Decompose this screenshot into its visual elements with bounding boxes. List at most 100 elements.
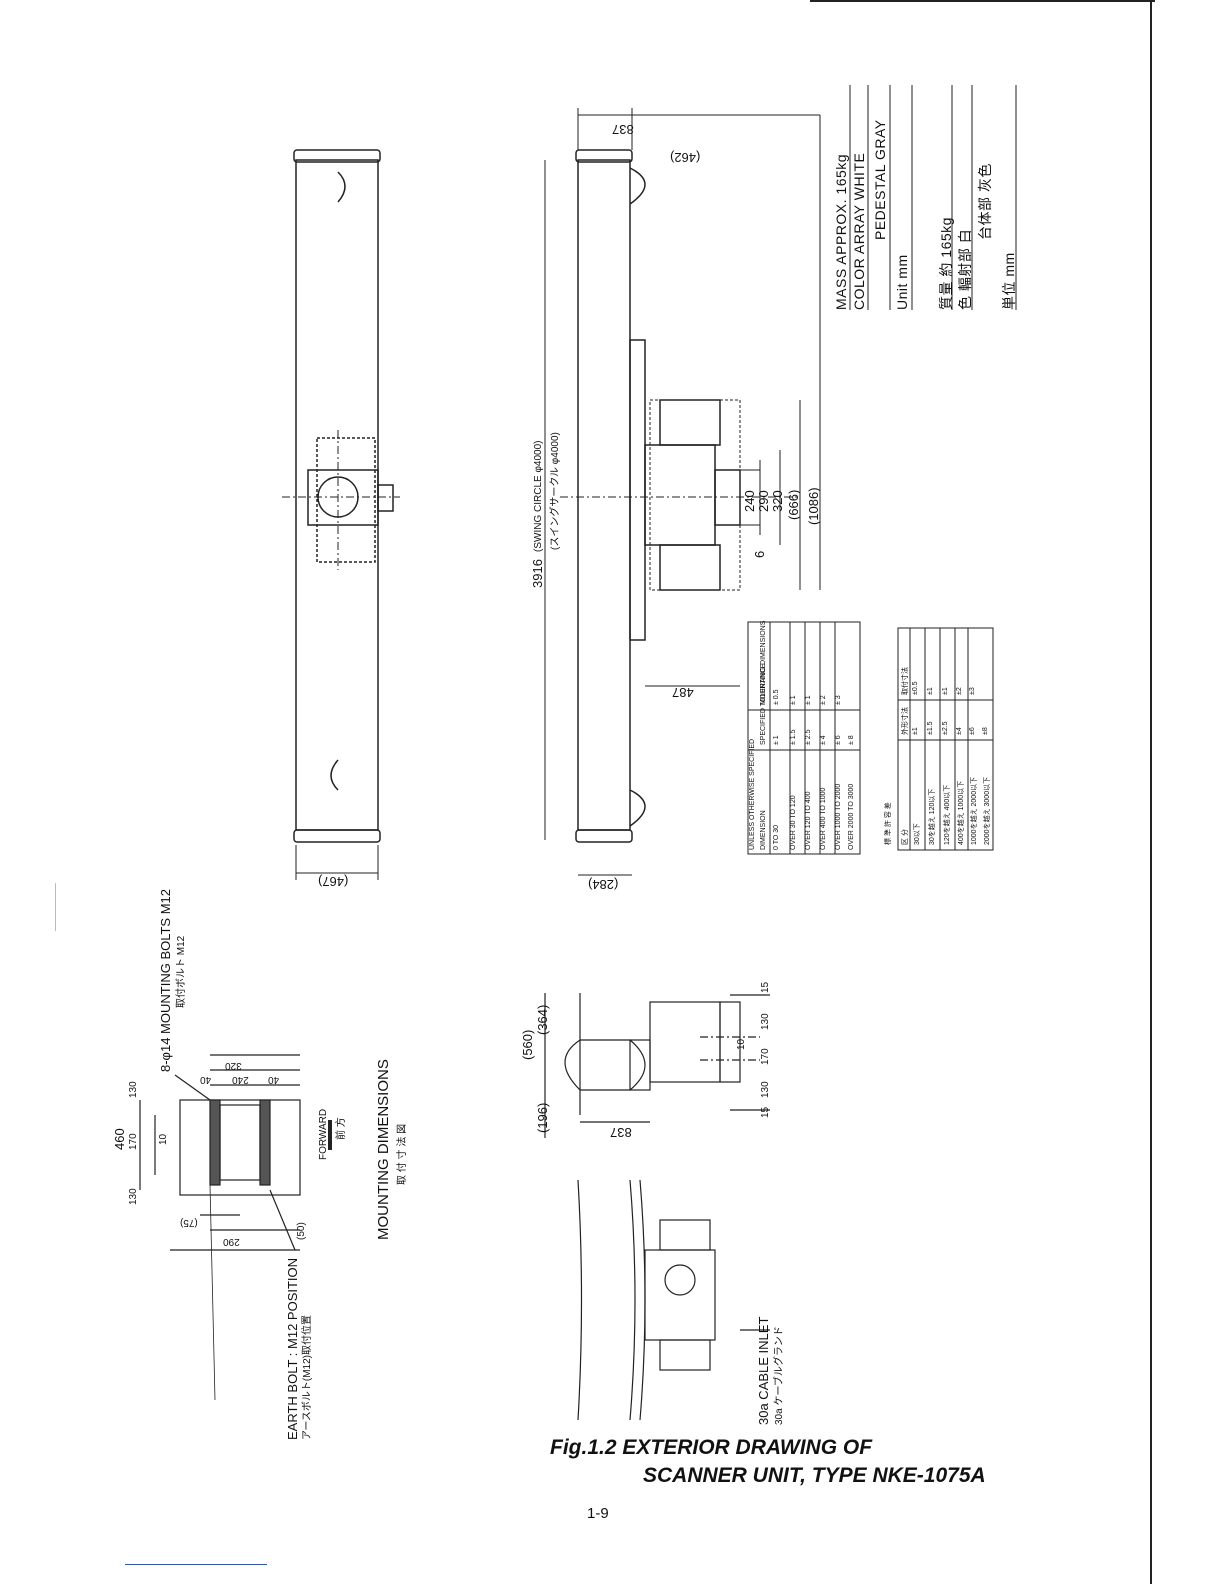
- spec-underlines: [849, 85, 1017, 310]
- side-view-length-dim: 3916: [530, 559, 545, 588]
- mounting-10-dim: 10: [158, 1133, 169, 1145]
- bottom-detail-view: [577, 1179, 770, 1421]
- tol-en-row-1-mount: ± 0.5: [773, 689, 780, 705]
- side-view-1086-dim: (1086): [806, 487, 821, 525]
- mounting-75-dim: (75): [180, 1217, 198, 1228]
- page-right-border: [1150, 0, 1152, 1584]
- tol-jp-row-6-range: 2000を越え 3000以下: [984, 776, 991, 845]
- tol-en-row-4-range: OVER 400 TO 1000: [820, 787, 827, 850]
- page-top-border: [810, 0, 1155, 2]
- tol-jp-row-3-tol: ±2.5: [942, 721, 949, 735]
- side-view-284-dim: (284): [588, 877, 619, 892]
- tol-jp-row-2-tol: ±1.5: [927, 721, 934, 735]
- tol-en-row-5-range: OVER 1000 TO 2000: [835, 783, 842, 850]
- tol-en-row-2-mount: ± 1: [790, 695, 797, 705]
- mounting-dimensions-title: MOUNTING DIMENSIONS: [375, 1059, 392, 1240]
- mounting-40b-dim: 40: [268, 1074, 280, 1085]
- spec-jp-unit: 単位 mm: [1001, 252, 1017, 310]
- tol-jp-title: 標 準 許 容 差: [885, 802, 892, 845]
- tol-jp-row-2-range: 30を越え 120以下: [929, 788, 936, 845]
- spec-mass: MASS APPROX. 165kg: [833, 153, 849, 310]
- spec-color-pedestal: PEDESTAL GRAY: [872, 119, 888, 240]
- tol-en-row-5-tol: ± 6: [835, 735, 842, 745]
- tol-en-row-6-range: OVER 2000 TO 3000: [848, 783, 855, 850]
- tol-en-row-3-mount: ± 1: [805, 695, 812, 705]
- figure-caption-line1: Fig.1.2 EXTERIOR DRAWING OF: [550, 1436, 873, 1459]
- tol-en-row-2-tol: ± 1.5: [790, 729, 797, 745]
- front-view-130a-dim: 130: [760, 1013, 771, 1030]
- mounting-40a-dim: 40: [200, 1074, 212, 1085]
- top-view-width-dim: (467): [318, 874, 349, 889]
- side-view-837-dim: 837: [612, 122, 634, 137]
- tol-jp-row-5-mount: ±3: [969, 687, 976, 695]
- tol-en-row-4-mount: ± 2: [820, 695, 827, 705]
- tol-jp-row-6-tol: ±8: [982, 727, 989, 735]
- side-view-487-dim: 487: [672, 685, 694, 700]
- cable-inlet-label: 30a CABLE INLET: [756, 1316, 771, 1425]
- tol-en-row-2-range: OVER 30 TO 120: [790, 795, 797, 850]
- tol-jp-row-5-tol: ±6: [969, 727, 976, 735]
- page-number: 1-9: [587, 1505, 609, 1522]
- tol-en-title: UNLESS OTHERWISE SPECIFIED: [749, 738, 756, 850]
- side-view-240-dim: 240: [742, 490, 757, 512]
- earth-bolt-label-jp: アースボルト(M12)取付位置: [302, 1314, 313, 1440]
- mounting-dimensions-title-jp: 取 付 寸 法 図: [397, 1123, 408, 1185]
- tol-jp-header-outline: 外形寸法: [902, 707, 909, 735]
- front-view-15b-dim: 15: [760, 1106, 771, 1118]
- tol-jp-row-5-range: 1000を越え 2000以下: [971, 776, 978, 845]
- tol-en-row-5-mount: ± 3: [835, 695, 842, 705]
- tol-jp-row-4-mount: ±2: [956, 687, 963, 695]
- mounting-240-dim: 240: [232, 1074, 249, 1085]
- side-view-antenna: [544, 108, 821, 876]
- tol-en-row-4-tol: ± 4: [820, 735, 827, 745]
- front-view-130b-dim: 130: [760, 1081, 771, 1098]
- tol-en-header-mounting: MOUNTING DIMENSIONS: [760, 620, 767, 705]
- front-view: [544, 993, 770, 1138]
- tol-jp-row-4-range: 400を越え 1000以下: [958, 780, 965, 845]
- tol-en-row-3-range: OVER 120 TO 400: [805, 791, 812, 851]
- tol-en-row-6-tol: ± 8: [848, 735, 855, 745]
- mounting-460-dim: 460: [112, 1128, 127, 1150]
- tolerance-table-en: [747, 621, 861, 855]
- tol-jp-row-1-range: 30以下: [914, 823, 921, 845]
- mounting-bolts-label-jp: 取付ボルト M12: [176, 935, 187, 1008]
- front-view-560-dim: (560): [520, 1029, 535, 1060]
- front-view-196-dim: (196): [535, 1102, 550, 1133]
- tol-jp-row-3-range: 120を越え 400以下: [944, 784, 951, 845]
- tol-jp-row-2-mount: ±1: [927, 687, 934, 695]
- side-view-462-dim: (462): [670, 150, 701, 165]
- mounting-plan: [139, 1054, 332, 1401]
- side-view-320-dim: 320: [770, 490, 785, 512]
- tolerance-table-jp: [897, 627, 994, 851]
- mounting-170-dim: 170: [128, 1133, 139, 1150]
- tol-jp-row-4-tol: ±4: [956, 727, 963, 735]
- page-bottom-rule: [125, 1564, 267, 1565]
- mounting-130b-dim: 130: [128, 1188, 139, 1205]
- tol-en-row-1-range: 0 TO 30: [773, 824, 780, 850]
- forward-label-jp: 前 方: [336, 1117, 347, 1140]
- side-view-666-dim: (666): [786, 489, 801, 520]
- margin-mark: [55, 883, 56, 931]
- tol-jp-header-category: 区 分: [902, 829, 909, 845]
- side-view-6-dim: 6: [752, 550, 767, 558]
- spec-color-array: COLOR ARRAY WHITE: [851, 152, 867, 310]
- forward-label: FORWARD: [318, 1108, 329, 1160]
- swing-circle-label: (SWING CIRCLE φ4000): [533, 440, 544, 552]
- tol-en-row-3-tol: ± 2.5: [805, 729, 812, 745]
- mounting-290-dim: 290: [223, 1236, 240, 1247]
- top-view-antenna: [282, 149, 400, 880]
- spec-jp-mass: 質量 約 165kg: [938, 217, 954, 310]
- mounting-50-dim: (50): [296, 1222, 307, 1240]
- cable-inlet-label-jp: 30a ケーブルグランド: [774, 1326, 785, 1425]
- tol-en-header-dimension: DIMENSION: [760, 810, 767, 850]
- tol-jp-header-mount: 取付寸法: [902, 667, 909, 695]
- mounting-130a-dim: 130: [128, 1081, 139, 1098]
- figure-caption-line2: SCANNER UNIT, TYPE NKE-1075A: [643, 1464, 986, 1487]
- side-view-290-dim: 290: [756, 490, 771, 512]
- spec-unit: Unit mm: [894, 254, 910, 310]
- front-view-170-dim: 170: [760, 1048, 771, 1065]
- front-view-10-dim: 10: [736, 1038, 747, 1050]
- spec-jp-pedestal: 台体部 灰色: [977, 163, 993, 240]
- tol-jp-row-1-mount: ±0.5: [912, 681, 919, 695]
